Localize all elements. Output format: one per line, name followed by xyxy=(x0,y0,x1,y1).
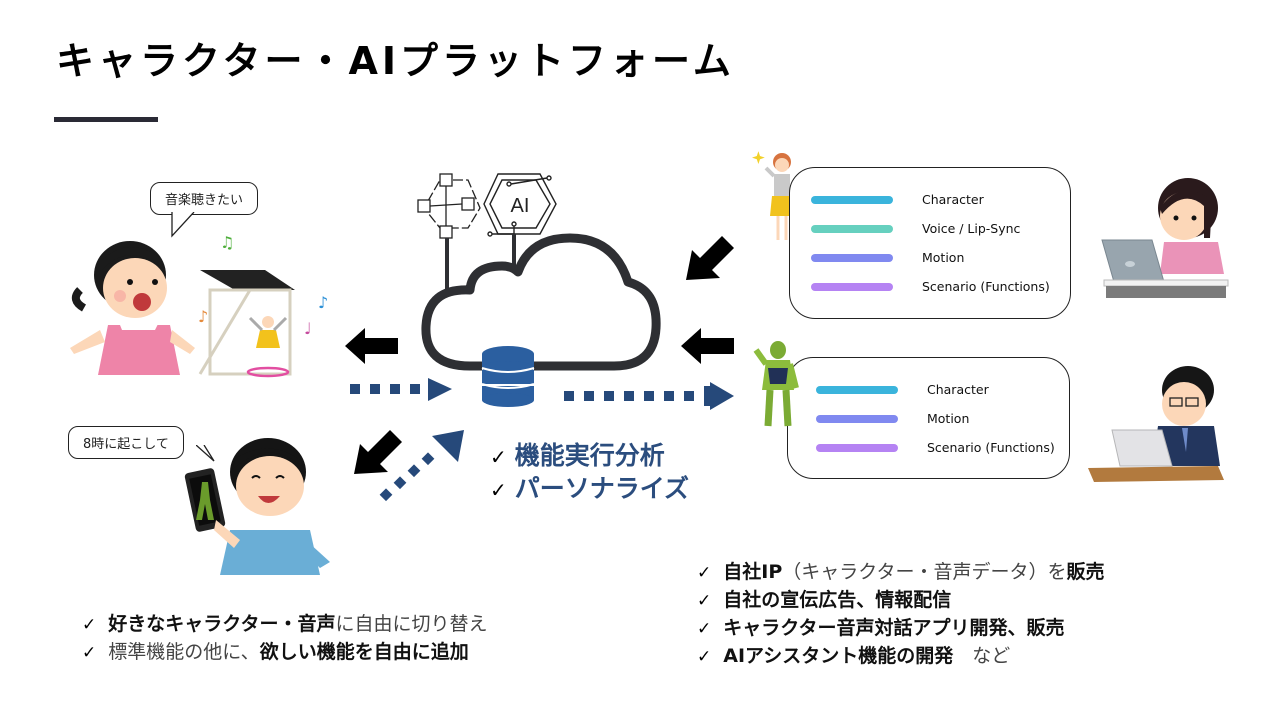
woman-at-laptop-illustration xyxy=(1101,178,1229,298)
business-benefits-list: ✓ 自社IP（キャラクター・音声データ）を販売 ✓ 自社の宣伝広告、情報配信 ✓ キャ… xyxy=(697,559,1105,671)
check-icon: ✓ xyxy=(697,591,712,611)
robot-character-icon xyxy=(753,341,799,427)
speech-bubble-tail-icon xyxy=(196,445,215,462)
benefit-text-bold: 販売 xyxy=(1066,561,1105,583)
capability-bar-character xyxy=(811,196,893,204)
capability-label: Character xyxy=(927,382,989,397)
center-feature-list: ✓ 機能実行分析 ✓ パーソナライズ xyxy=(490,440,689,506)
feature-text: パーソナライズ xyxy=(514,474,690,503)
benefit-item: ✓ 好きなキャラクター・音声に自由に切り替え xyxy=(82,611,488,639)
arrow-down-left-icon xyxy=(354,430,402,474)
benefit-item: ✓ AIアシスタント機能の開発 など xyxy=(697,643,1105,671)
benefit-text: に自由に切り替え xyxy=(335,613,488,635)
capability-label: Character xyxy=(922,192,984,207)
benefit-text-bold: 自社の宣伝広告、情報配信 xyxy=(723,589,952,611)
page-title: キャラクター・AIプラットフォーム xyxy=(56,39,735,83)
idol-character-icon xyxy=(752,151,794,240)
dotted-arrow-up-right-icon xyxy=(379,430,464,502)
capability-label: Motion xyxy=(922,250,965,265)
check-icon: ✓ xyxy=(697,563,712,583)
database-icon xyxy=(481,346,535,407)
capability-bar-scenario xyxy=(811,283,893,291)
music-note-icon: ♩ xyxy=(304,319,312,338)
boy-with-phone-illustration xyxy=(184,438,330,575)
benefit-text-bold: キャラクター音声対話アプリ開発、販売 xyxy=(723,617,1065,639)
benefit-item: ✓ 標準機能の他に、欲しい機能を自由に追加 xyxy=(82,639,488,667)
dotted-arrow-right-icon xyxy=(564,382,734,410)
user-benefits-list: ✓ 好きなキャラクター・音声に自由に切り替え ✓ 標準機能の他に、欲しい機能を自由に… xyxy=(82,611,488,667)
benefit-text-bold: 欲しい機能を自由に追加 xyxy=(259,641,469,663)
capability-bar-scenario xyxy=(816,444,898,452)
feature-item: ✓ 機能実行分析 xyxy=(490,440,689,473)
check-icon: ✓ xyxy=(82,643,97,663)
girl-with-hologram-illustration: ♫ ♪ ♪ ♩ xyxy=(70,233,328,378)
benefit-item: ✓ キャラクター音声対話アプリ開発、販売 xyxy=(697,615,1105,643)
music-note-icon: ♪ xyxy=(318,293,328,312)
benefit-text: 標準機能の他に、 xyxy=(108,641,260,663)
benefit-item: ✓ 自社IP（キャラクター・音声データ）を販売 xyxy=(697,559,1105,587)
check-icon: ✓ xyxy=(697,647,712,667)
capability-bar-motion xyxy=(816,415,898,423)
benefit-text-bold: 自社IP xyxy=(723,561,783,583)
music-note-icon: ♫ xyxy=(220,233,234,252)
check-icon: ✓ xyxy=(490,445,507,469)
feature-text: 機能実行分析 xyxy=(514,441,665,470)
capability-label: Voice / Lip-Sync xyxy=(922,221,1021,236)
check-icon: ✓ xyxy=(82,615,97,635)
capability-bar-voice xyxy=(811,225,893,233)
capability-bar-motion xyxy=(811,254,893,262)
speech-bubble-text: 音楽聴きたい xyxy=(150,182,259,215)
capability-label: Scenario (Functions) xyxy=(922,279,1050,294)
cloud-icon xyxy=(421,233,661,371)
arrow-left-icon xyxy=(345,328,398,364)
capability-label: Motion xyxy=(927,411,970,426)
hologram-device-icon xyxy=(198,270,295,378)
ai-chip-icon xyxy=(483,173,557,237)
girl-icon xyxy=(70,241,195,375)
check-icon: ✓ xyxy=(490,478,507,502)
benefit-text-bold: AIアシスタント機能の開発 xyxy=(723,645,954,667)
dotted-arrow-right-icon xyxy=(350,378,452,401)
benefit-text-bold: 好きなキャラクター・音声 xyxy=(108,613,336,635)
speech-bubble-tail-icon xyxy=(171,212,195,238)
title-underline xyxy=(54,117,158,122)
man-at-laptop-illustration xyxy=(1088,366,1224,482)
speech-bubble-music: 音楽聴きたい xyxy=(150,182,259,215)
speech-bubble-text: 8時に起こして xyxy=(68,426,184,459)
benefit-text: など xyxy=(953,645,1011,667)
capability-box-idol xyxy=(789,167,1071,319)
blockchain-network-icon xyxy=(417,173,481,239)
speech-bubble-wakeup: 8時に起こして xyxy=(68,426,184,459)
cloud-platform-illustration: AI xyxy=(417,173,661,407)
ai-chip-label: AI xyxy=(511,195,530,217)
arrow-left-icon xyxy=(681,328,734,364)
benefit-text: （キャラクター・音声データ）を xyxy=(782,561,1067,583)
feature-item: ✓ パーソナライズ xyxy=(490,473,689,506)
capability-bar-character xyxy=(816,386,898,394)
capability-label: Scenario (Functions) xyxy=(927,440,1055,455)
music-note-icon: ♪ xyxy=(198,307,208,326)
smartphone-icon xyxy=(184,468,226,532)
arrow-down-left-icon xyxy=(686,236,734,280)
check-icon: ✓ xyxy=(697,619,712,639)
benefit-item: ✓ 自社の宣伝広告、情報配信 xyxy=(697,587,1105,615)
